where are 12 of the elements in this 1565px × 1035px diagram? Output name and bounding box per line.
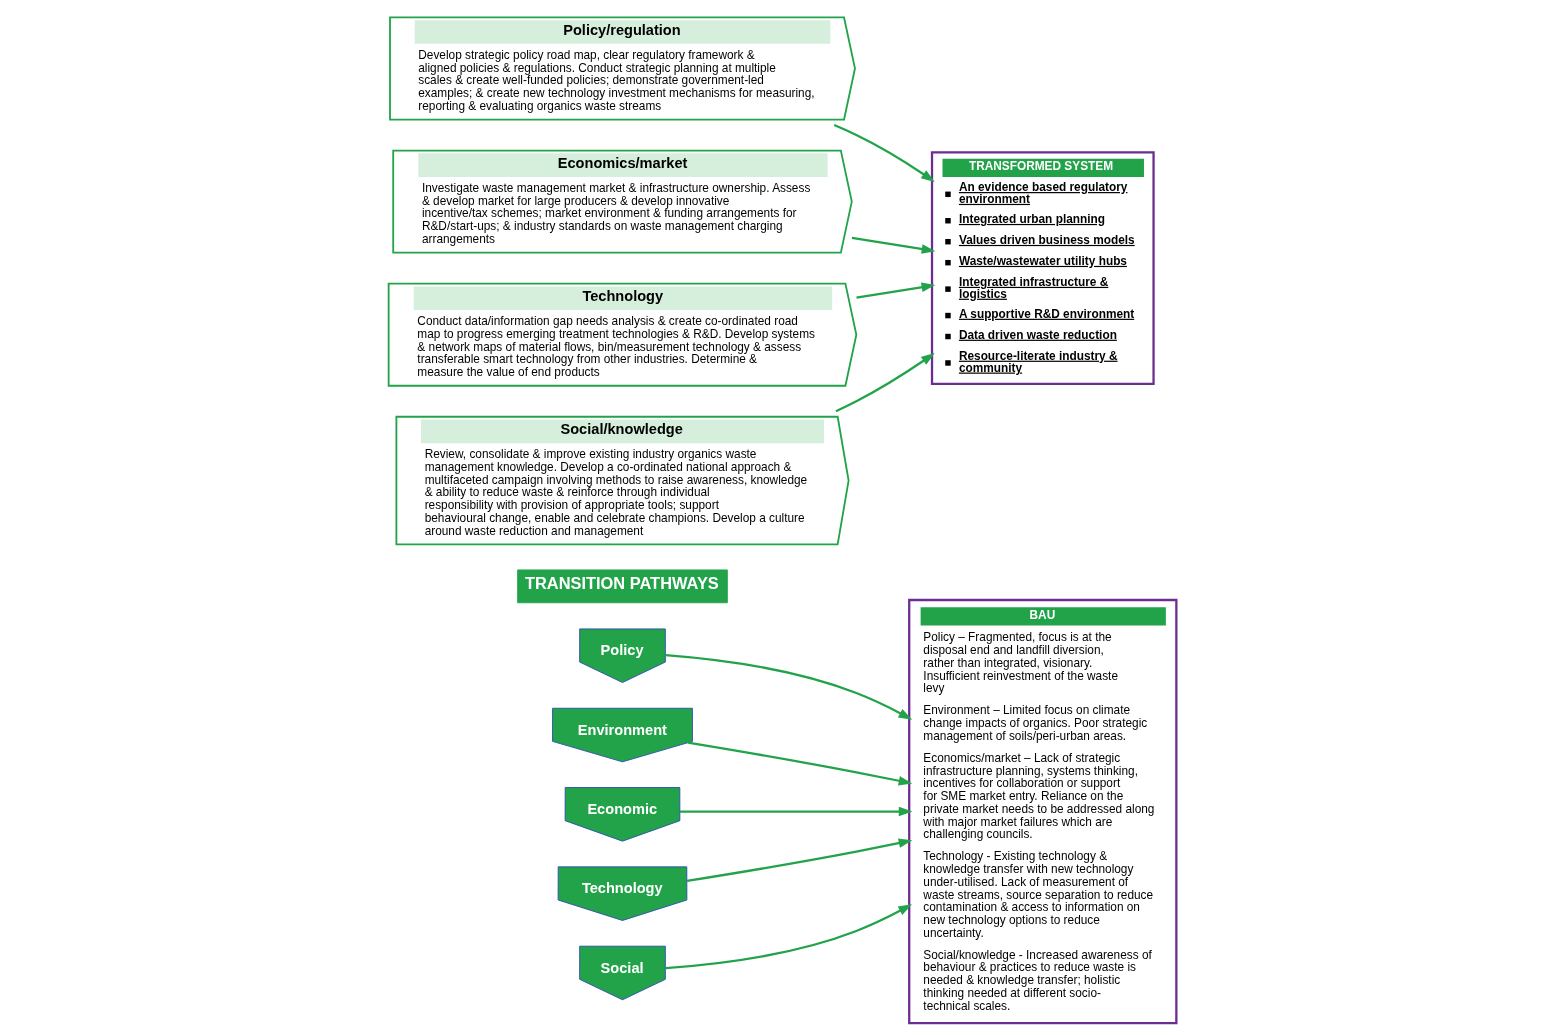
arrow xyxy=(856,282,936,299)
arrow xyxy=(679,806,913,817)
node-box: TRANSFORMED SYSTEM An evidence based regulatory environment Integrated urban planning Values driven business models Waste/wastewater utility hubs Integrated infrastructure & logistics A supportive R&D environment Data driven waste reduction Resource-literate industry & community xyxy=(930,151,1155,386)
arrow xyxy=(686,838,913,883)
arrow xyxy=(687,741,913,786)
node-box: TRANSITION PATHWAYS xyxy=(517,569,728,604)
arrow xyxy=(833,124,935,182)
arrow xyxy=(665,654,913,720)
node-box: BAU Policy – Fragmented, focus is at the disposal end and landfill diversion, rather than integrated, visionary. Insufficient reinvestment of the waste levy Environment – Limited focus on climate change impacts of organics. Poor strategic management of soils/peri-urban areas. Economics/market – Lack of strategic infrastructure planning, systems thinking, incentives for collaboration or support for SME market entry. Reliance on the private market needs to be addressed along with major market failures which are challenging councils. Technology - Existing technology & knowledge transfer with new technology under-utilised. Lack of measurement of waste streams, source separation to reduce contamination & access to information on new technology options to reduce uncertainty. Social/knowledge - Increased awareness of behaviour & practices to reduce waste is needed & knowledge transfer; holistic thinking needed at different socio-technical scales. xyxy=(908,598,1178,1025)
arrow xyxy=(851,236,936,254)
arrow xyxy=(835,353,935,413)
arrow xyxy=(665,904,912,970)
